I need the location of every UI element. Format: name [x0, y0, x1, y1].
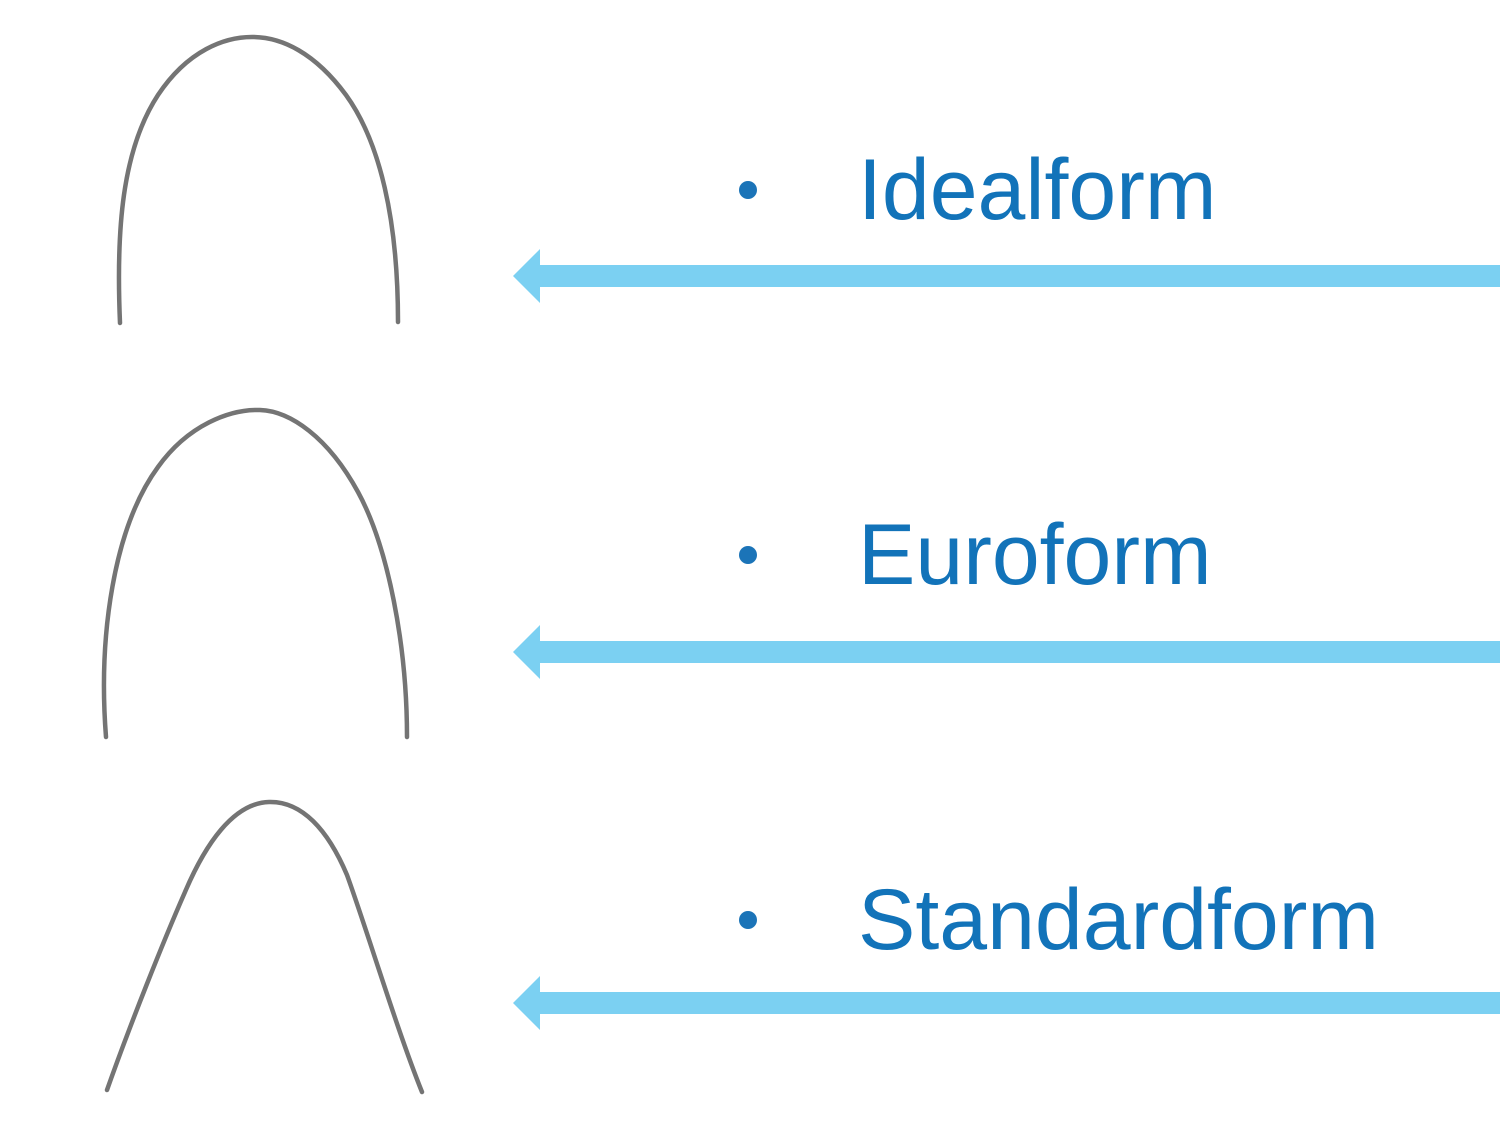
bullet-icon [739, 546, 757, 564]
list-item-euroform: Euroform [739, 510, 1212, 600]
list-item-standardform: Standardform [739, 875, 1379, 965]
archform-label: Standardform [858, 872, 1380, 968]
archwire-standardform-image [104, 799, 425, 1095]
archwire-idealform-image [116, 34, 401, 326]
archform-label: Idealform [858, 142, 1217, 238]
archform-label: Euroform [858, 507, 1212, 603]
list-item-idealform: Idealform [739, 145, 1217, 235]
archwire-euroform-image [101, 407, 410, 740]
left-arrow-icon [513, 625, 1500, 679]
left-arrow-icon [513, 249, 1500, 303]
left-arrow-icon [513, 976, 1500, 1030]
bullet-icon [739, 911, 757, 929]
bullet-icon [739, 181, 757, 199]
